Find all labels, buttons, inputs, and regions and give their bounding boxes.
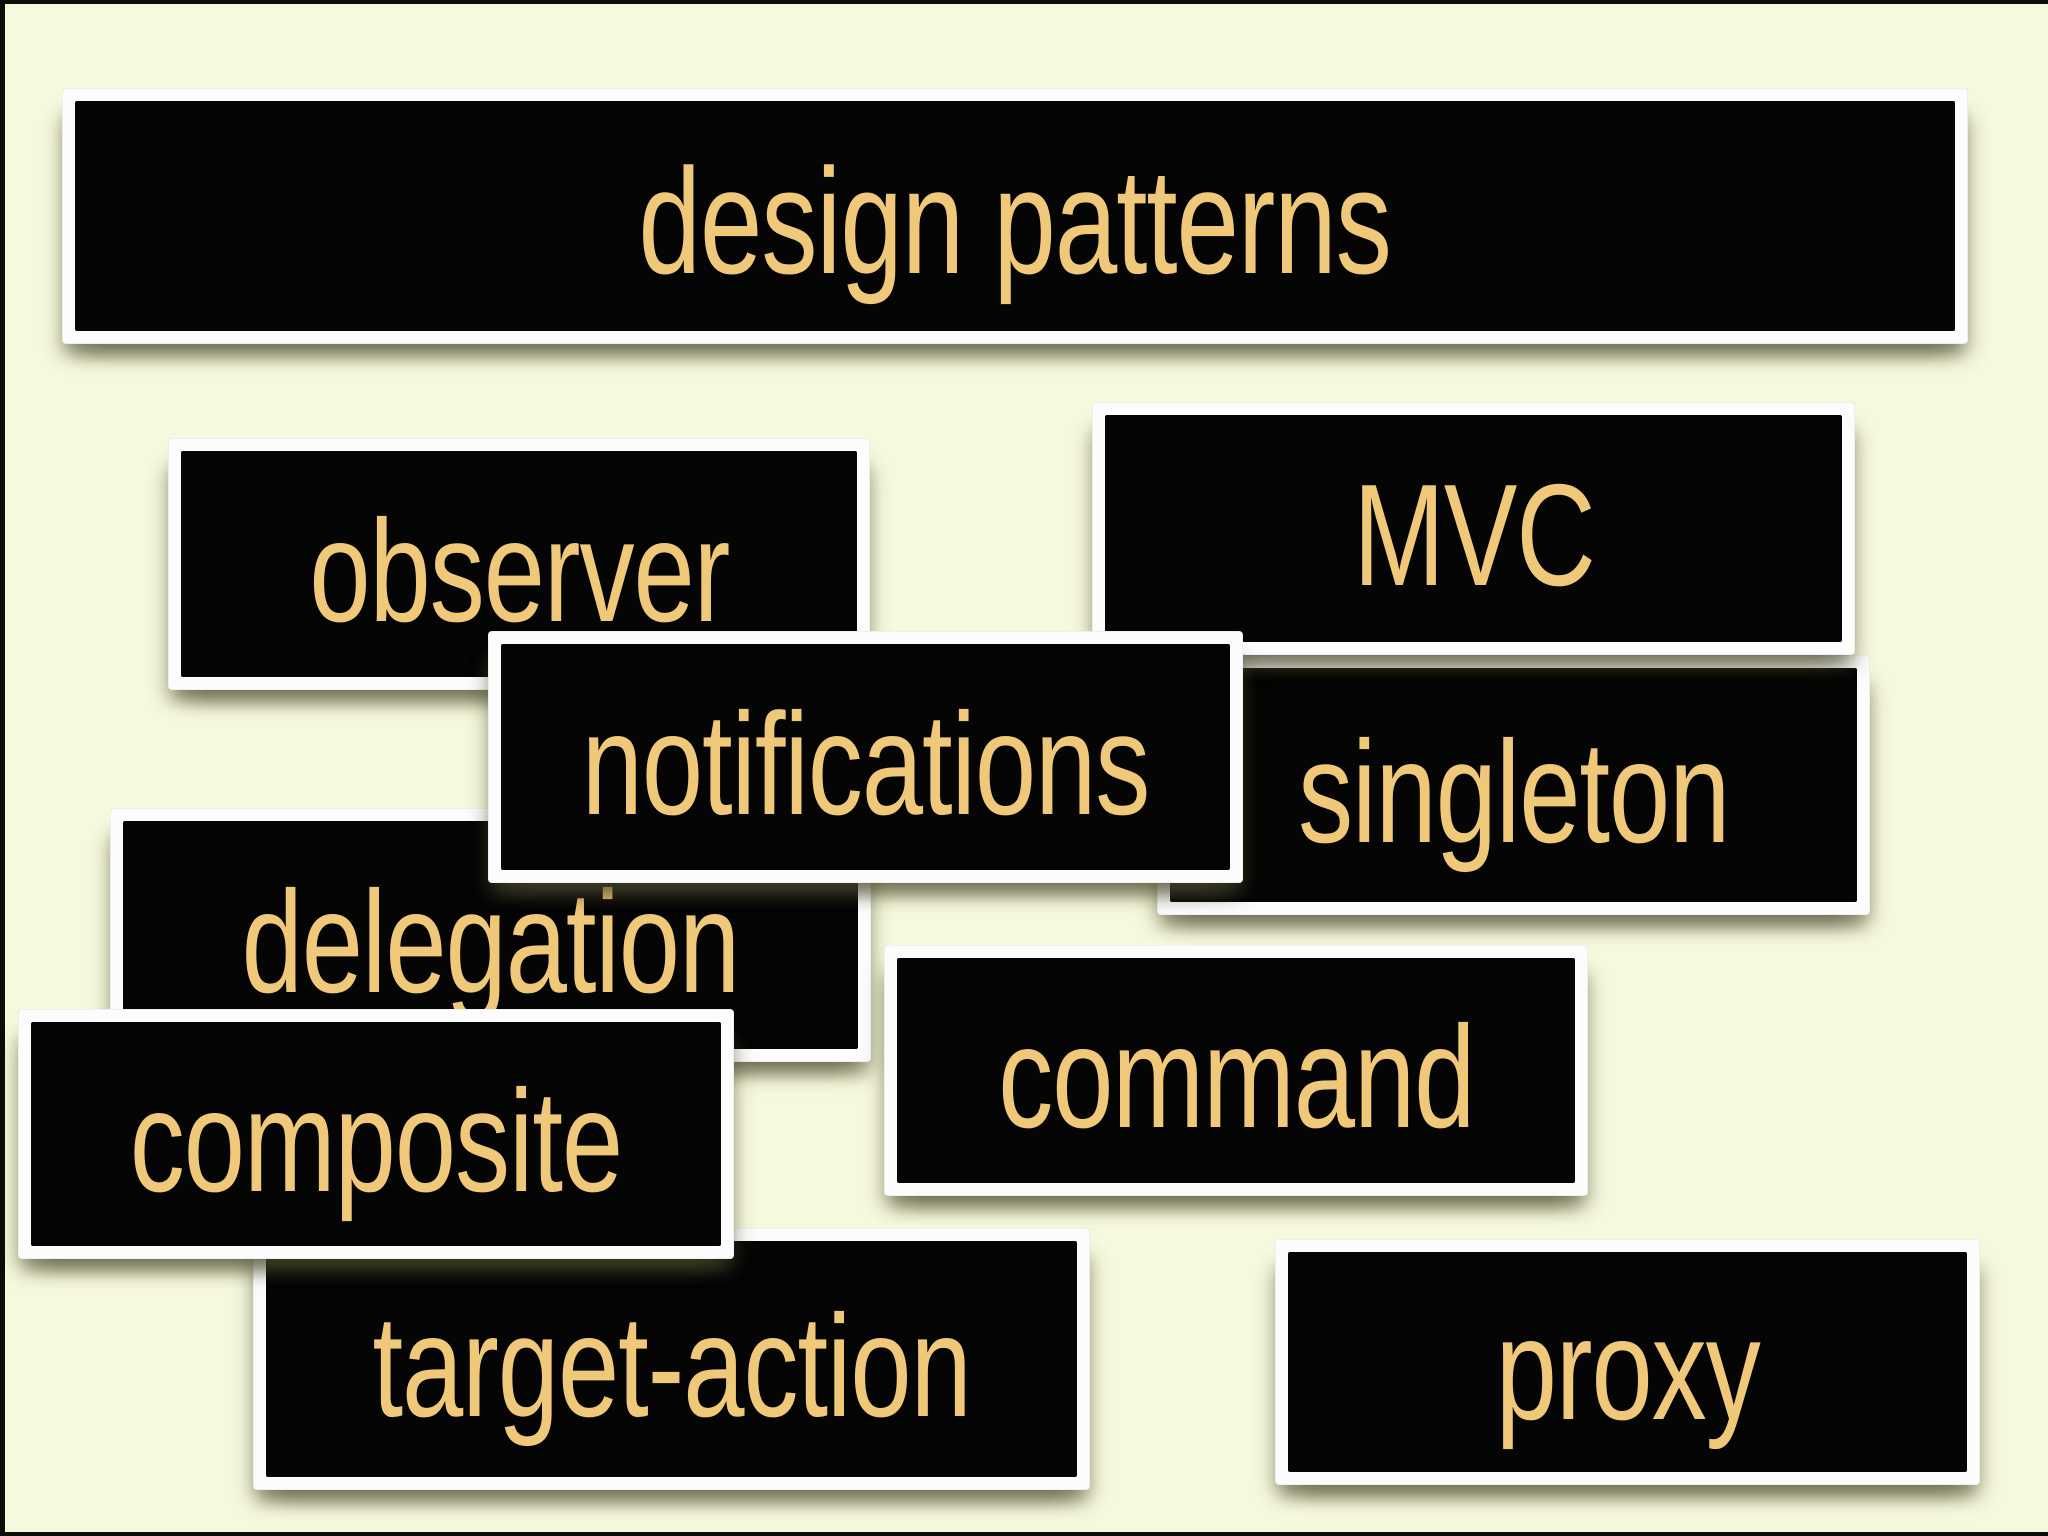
card-target-action: target-action [253, 1228, 1090, 1490]
card-mvc-label: MVC [1352, 454, 1596, 616]
card-proxy-face: proxy [1288, 1252, 1967, 1472]
frame-edge-bottom [0, 1532, 2048, 1536]
frame-edge-top [0, 0, 2048, 4]
card-composite-label: composite [129, 1059, 623, 1222]
card-singleton-label: singleton [1297, 710, 1730, 873]
card-notifications-label: notifications [581, 682, 1151, 845]
card-mvc: MVC [1092, 402, 1855, 655]
slide-title: design patterns [638, 137, 1393, 305]
card-command: command [884, 945, 1588, 1196]
card-proxy: proxy [1275, 1239, 1980, 1485]
card-composite-face: composite [31, 1022, 721, 1246]
card-design-patterns: design patterns [62, 88, 1968, 344]
card-target-action-face: target-action [266, 1241, 1077, 1477]
frame-edge-left [0, 0, 5, 1536]
card-observer-label: observer [309, 489, 730, 652]
card-proxy-label: proxy [1495, 1287, 1761, 1450]
card-design-patterns-face: design patterns [75, 101, 1955, 331]
card-command-label: command [997, 996, 1475, 1158]
card-notifications: notifications [488, 631, 1243, 883]
card-mvc-face: MVC [1105, 415, 1842, 642]
card-observer: observer [168, 438, 870, 690]
card-target-action-label: target-action [372, 1284, 971, 1447]
card-notifications-face: notifications [501, 644, 1230, 870]
card-singleton: singleton [1157, 655, 1870, 915]
card-command-face: command [897, 958, 1575, 1183]
card-delegation-label: delegation [241, 860, 741, 1023]
card-singleton-face: singleton [1170, 668, 1857, 902]
card-composite: composite [18, 1009, 734, 1259]
